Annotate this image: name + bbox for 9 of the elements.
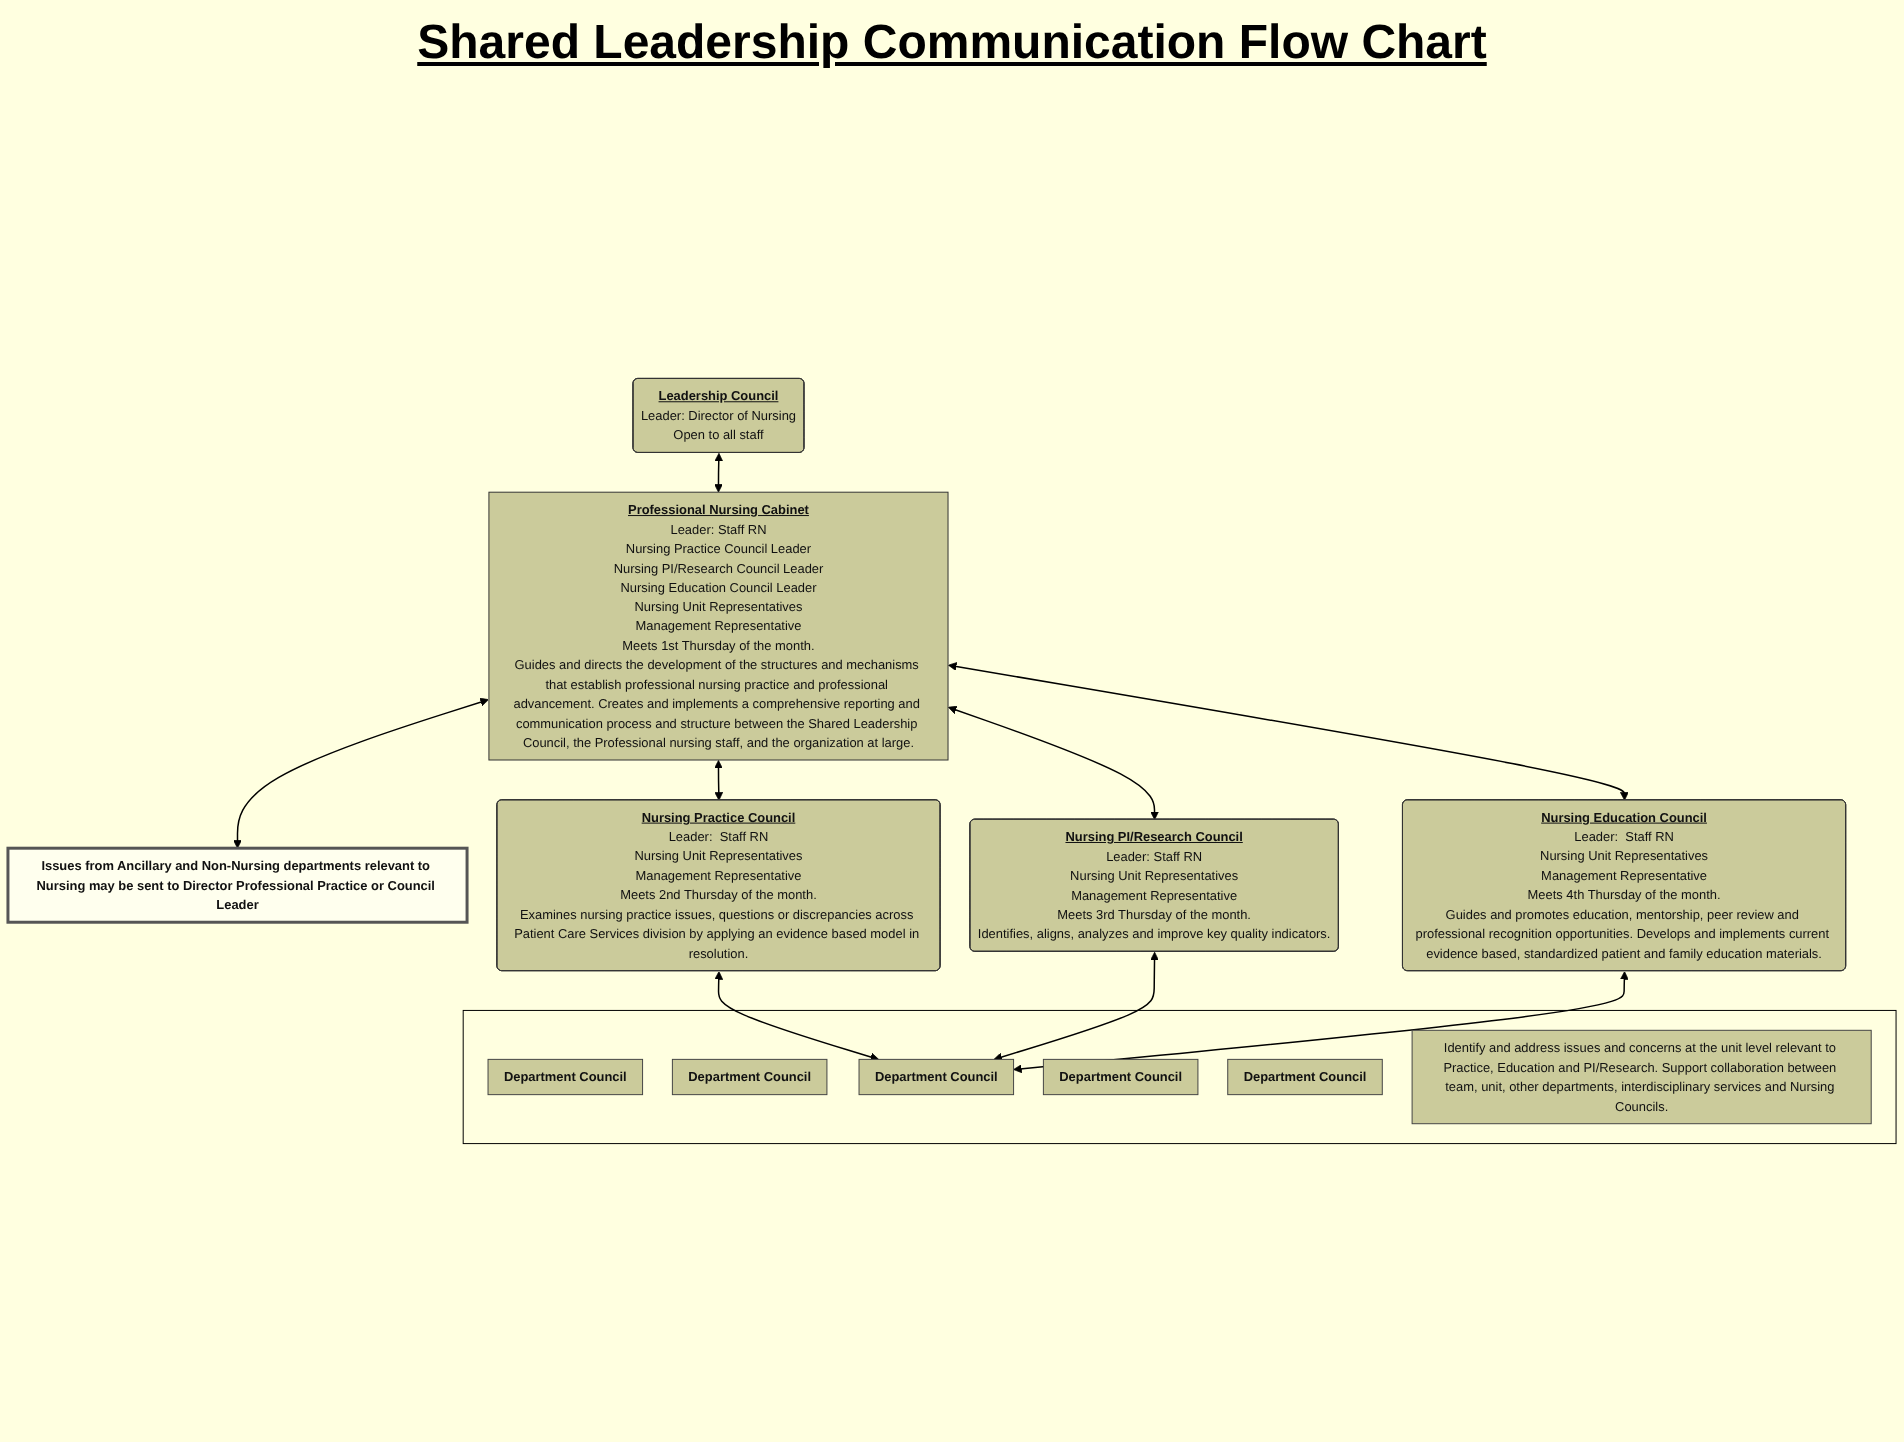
arrow <box>714 760 724 801</box>
arrow <box>948 705 1159 821</box>
arrow <box>233 697 489 849</box>
cluster <box>462 1009 1897 1145</box>
arrow <box>714 452 724 493</box>
arrow <box>993 951 1159 1062</box>
arrow <box>948 662 1629 801</box>
arrow <box>714 971 879 1062</box>
chart-title: Shared Leadership Communication Flow Chart <box>417 16 1487 72</box>
